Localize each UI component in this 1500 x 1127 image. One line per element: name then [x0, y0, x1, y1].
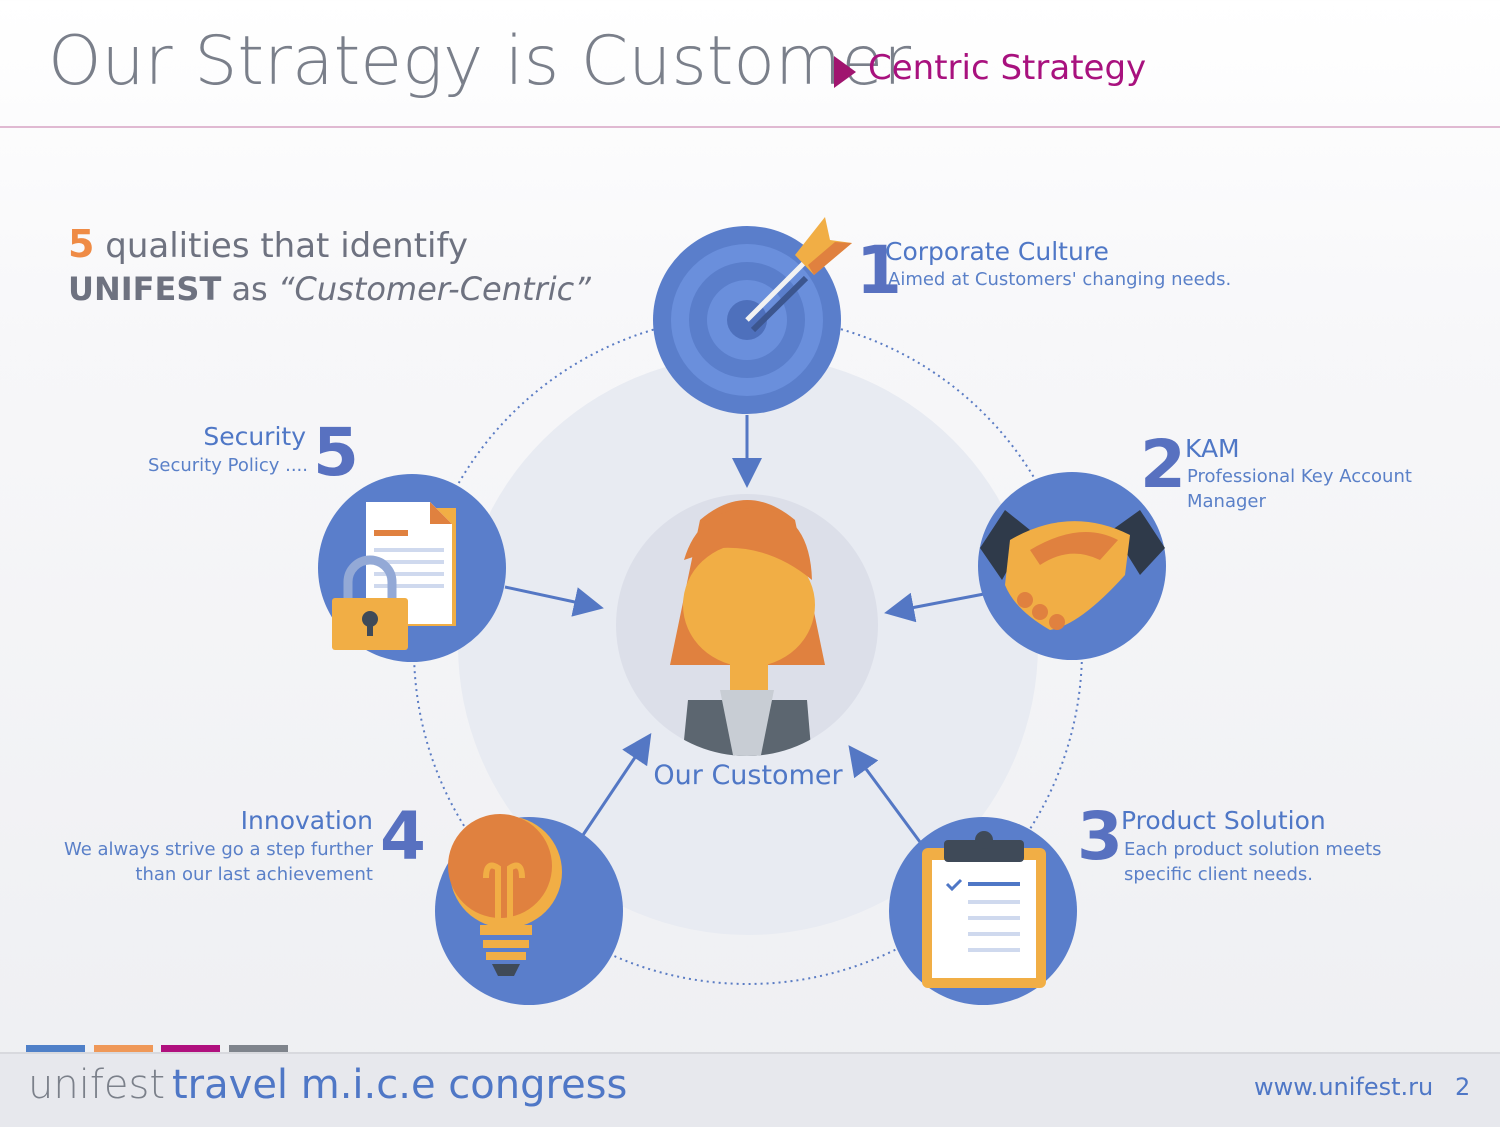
quality-5-title: Security — [203, 422, 306, 451]
intro-number: 5 — [68, 222, 95, 266]
quality-1-number: 1 — [856, 232, 902, 309]
intro-as: as — [231, 270, 268, 308]
footer-tagline: travel m.i.c.e congress — [172, 1062, 628, 1108]
page-title: Our Strategy is Customer — [48, 22, 912, 101]
quality-2-description: Professional Key Account Manager — [1187, 466, 1412, 512]
clipboard-checklist-icon — [889, 817, 1077, 1005]
quality-1-description: Aimed at Customers' changing needs. — [888, 269, 1232, 290]
lightbulb-icon — [435, 814, 623, 1005]
intro-line-1: 5 qualities that identify — [68, 222, 468, 266]
target-icon — [653, 217, 852, 414]
color-bar-blue — [26, 1045, 85, 1052]
quality-2-number: 2 — [1140, 426, 1186, 503]
color-bar-magenta — [161, 1045, 220, 1052]
quality-2-title: KAM — [1185, 434, 1240, 463]
quality-4-number: 4 — [380, 798, 426, 875]
page-subtitle: Centric Strategy — [868, 48, 1147, 88]
footer — [0, 1052, 1500, 1127]
quality-5-number: 5 — [313, 414, 359, 491]
handshake-icon — [978, 472, 1166, 660]
quality-3-title: Product Solution — [1121, 806, 1326, 835]
quality-1-title: Corporate Culture — [885, 237, 1109, 266]
page-number: 2 — [1455, 1073, 1471, 1101]
color-bar-gray — [229, 1045, 288, 1052]
unifest-logo: unifest — [28, 1062, 166, 1108]
arrows — [504, 415, 985, 843]
website-link[interactable]: www.unifest.ru — [1254, 1073, 1434, 1101]
intro-text: qualities that identify — [105, 226, 468, 266]
color-bar-orange — [94, 1045, 153, 1052]
quality-4-description: We always strive go a step further than … — [63, 839, 373, 885]
chevron-right-icon — [834, 56, 856, 88]
quality-3-description: Each product solution meets specific cli… — [1124, 839, 1382, 885]
customer-label: Our Customer — [653, 760, 843, 791]
intro-brand: UNIFEST — [68, 270, 222, 308]
intro-line-2: UNIFEST as “Customer-Centric” — [68, 270, 591, 308]
quality-5-description: Security Policy .... — [147, 455, 308, 476]
customer-avatar-icon — [616, 494, 878, 756]
header-divider — [0, 126, 1500, 128]
quality-4-title: Innovation — [240, 806, 373, 835]
quality-3-number: 3 — [1077, 798, 1123, 875]
intro-quote: “Customer-Centric” — [277, 270, 591, 308]
security-document-lock-icon — [318, 474, 506, 662]
